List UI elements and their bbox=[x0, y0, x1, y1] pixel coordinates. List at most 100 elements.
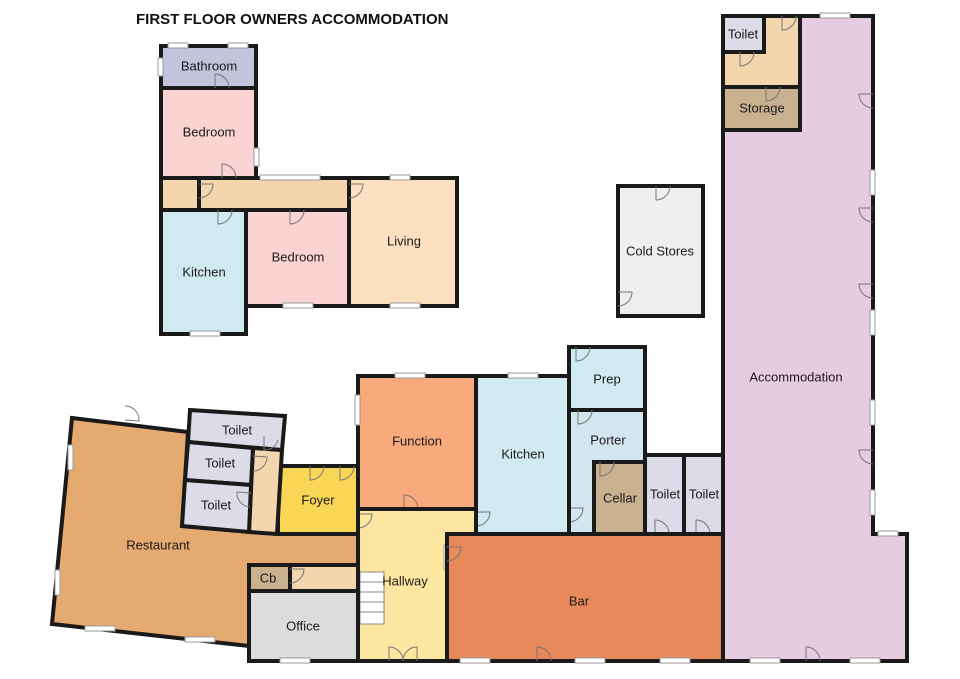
label-toilet-bar-1: Toilet bbox=[650, 486, 681, 501]
door-icon bbox=[655, 185, 671, 201]
label-restaurant: Restaurant bbox=[126, 537, 190, 552]
door-icon bbox=[309, 465, 325, 481]
door-icon bbox=[289, 568, 305, 584]
door-icon bbox=[654, 519, 670, 535]
label-toilet-r1: Toilet bbox=[222, 422, 253, 437]
window bbox=[849, 657, 881, 664]
label-bedroom-lower: Bedroom bbox=[272, 249, 325, 264]
window bbox=[67, 444, 74, 471]
window bbox=[184, 636, 216, 643]
label-foyer: Foyer bbox=[301, 492, 335, 507]
door-icon bbox=[575, 346, 591, 362]
door-icon bbox=[858, 283, 874, 299]
window bbox=[877, 530, 899, 537]
door-icon bbox=[221, 163, 237, 179]
room-toilet-bar-2 bbox=[682, 453, 725, 536]
door-icon bbox=[214, 73, 230, 89]
window bbox=[253, 147, 260, 167]
door-icon bbox=[339, 465, 355, 481]
window bbox=[354, 394, 361, 426]
door-icon bbox=[617, 291, 633, 307]
door-icon bbox=[577, 409, 593, 425]
stairs bbox=[359, 571, 385, 625]
room-toilet-r1 bbox=[185, 407, 288, 453]
door-icon bbox=[858, 449, 874, 465]
window bbox=[574, 657, 606, 664]
label-toilet-r3: Toilet bbox=[201, 497, 232, 512]
room-office bbox=[247, 589, 360, 663]
label-cold-stores: Cold Stores bbox=[626, 243, 694, 258]
label-hallway: Hallway bbox=[382, 573, 428, 588]
label-storage: Storage bbox=[739, 100, 785, 115]
label-prep: Prep bbox=[593, 371, 620, 386]
label-cellar: Cellar bbox=[603, 490, 638, 505]
label-cb: Cb bbox=[260, 570, 277, 585]
window bbox=[282, 302, 314, 309]
door-icon bbox=[858, 207, 874, 223]
label-bedroom-upper: Bedroom bbox=[183, 124, 236, 139]
door-icon bbox=[348, 183, 364, 199]
door-icon bbox=[263, 436, 279, 451]
door-icon bbox=[858, 93, 874, 109]
door-icon bbox=[252, 455, 268, 472]
label-bathroom: Bathroom bbox=[181, 58, 237, 73]
door-icon bbox=[805, 646, 821, 662]
door-icon bbox=[781, 15, 797, 31]
label-living: Living bbox=[387, 233, 421, 248]
room-kitchen-main bbox=[474, 374, 571, 536]
label-office: Office bbox=[286, 618, 320, 633]
window bbox=[189, 330, 221, 337]
room-storage bbox=[721, 85, 802, 132]
label-toilet-bar-2: Toilet bbox=[689, 486, 720, 501]
window bbox=[259, 174, 321, 181]
first-floor-owners-accommodation: Bathroom Bedroom Kitchen Bedroom Living bbox=[157, 42, 459, 337]
window bbox=[279, 657, 311, 664]
room-bar bbox=[445, 532, 725, 663]
window bbox=[389, 174, 411, 181]
label-toilet-r2: Toilet bbox=[205, 455, 236, 470]
window bbox=[389, 302, 421, 309]
door-icon bbox=[739, 51, 755, 67]
window bbox=[659, 657, 691, 664]
label-toilet-top: Toilet bbox=[728, 26, 759, 41]
window bbox=[869, 169, 876, 196]
room-toilet-bar-1 bbox=[643, 453, 686, 536]
door-icon bbox=[289, 209, 305, 225]
label-porter: Porter bbox=[590, 432, 626, 447]
window bbox=[167, 42, 189, 49]
window bbox=[819, 12, 851, 19]
floor-plan-title: FIRST FLOOR OWNERS ACCOMMODATION bbox=[136, 11, 448, 28]
room-toilet-r3 bbox=[179, 477, 254, 535]
window bbox=[869, 489, 876, 516]
window bbox=[749, 657, 781, 664]
door-icon bbox=[536, 646, 552, 662]
window bbox=[459, 657, 491, 664]
window bbox=[869, 399, 876, 426]
door-icon bbox=[568, 507, 584, 523]
window bbox=[869, 309, 876, 336]
label-accommodation: Accommodation bbox=[749, 369, 842, 384]
door-icon bbox=[695, 519, 711, 535]
door-icon bbox=[402, 646, 418, 662]
door-icon bbox=[124, 405, 140, 422]
door-icon bbox=[446, 546, 462, 562]
window bbox=[54, 569, 61, 596]
window bbox=[507, 372, 539, 379]
room-toilet-top bbox=[721, 14, 766, 54]
door-icon bbox=[765, 86, 781, 102]
label-function: Function bbox=[392, 433, 442, 448]
first-floor-corridor bbox=[197, 176, 351, 212]
label-bar: Bar bbox=[569, 593, 590, 608]
window bbox=[394, 372, 426, 379]
door-icon bbox=[403, 494, 419, 510]
window bbox=[84, 625, 116, 632]
door-icon bbox=[198, 183, 214, 199]
label-kitchen-main: Kitchen bbox=[501, 446, 544, 461]
window bbox=[157, 57, 164, 77]
door-icon bbox=[217, 209, 233, 225]
window bbox=[227, 42, 249, 49]
room-cellar bbox=[592, 460, 647, 536]
label-kitchen-upper: Kitchen bbox=[182, 264, 225, 279]
door-icon bbox=[236, 491, 252, 508]
